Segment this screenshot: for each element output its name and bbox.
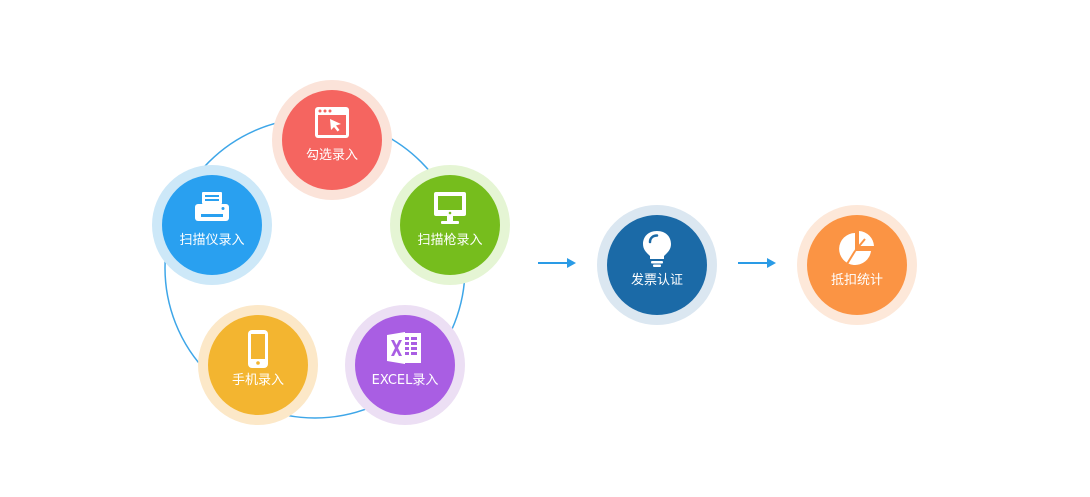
node-label: 抵扣统计 — [830, 273, 883, 288]
phone-icon — [239, 329, 277, 373]
node-invoice-verify: 发票认证 — [597, 205, 717, 325]
node-label: EXCEL录入 — [371, 373, 439, 388]
excel-icon — [385, 329, 425, 371]
node-label: 扫描仪录入 — [179, 233, 245, 248]
node-check-input: 勾选录入 — [272, 80, 392, 200]
node-excel-input: EXCEL录入 — [345, 305, 465, 425]
node-scanner-input: 扫描仪录入 — [152, 165, 272, 285]
node-label: 扫描枪录入 — [417, 233, 483, 248]
arrow-to-verify — [538, 258, 576, 268]
node-label: 手机录入 — [231, 373, 284, 388]
browser-cursor-icon — [313, 104, 351, 146]
arrow-to-deduct — [738, 258, 776, 268]
node-label: 勾选录入 — [305, 148, 358, 163]
printer-icon — [192, 189, 232, 231]
lightbulb-icon — [638, 229, 676, 273]
node-mobile-input: 手机录入 — [198, 305, 318, 425]
node-scanner-gun-input: 扫描枪录入 — [390, 165, 510, 285]
pie-chart-icon — [837, 229, 877, 273]
node-deduct-stats: 抵扣统计 — [797, 205, 917, 325]
node-label: 发票认证 — [630, 273, 683, 288]
monitor-icon — [431, 189, 469, 231]
